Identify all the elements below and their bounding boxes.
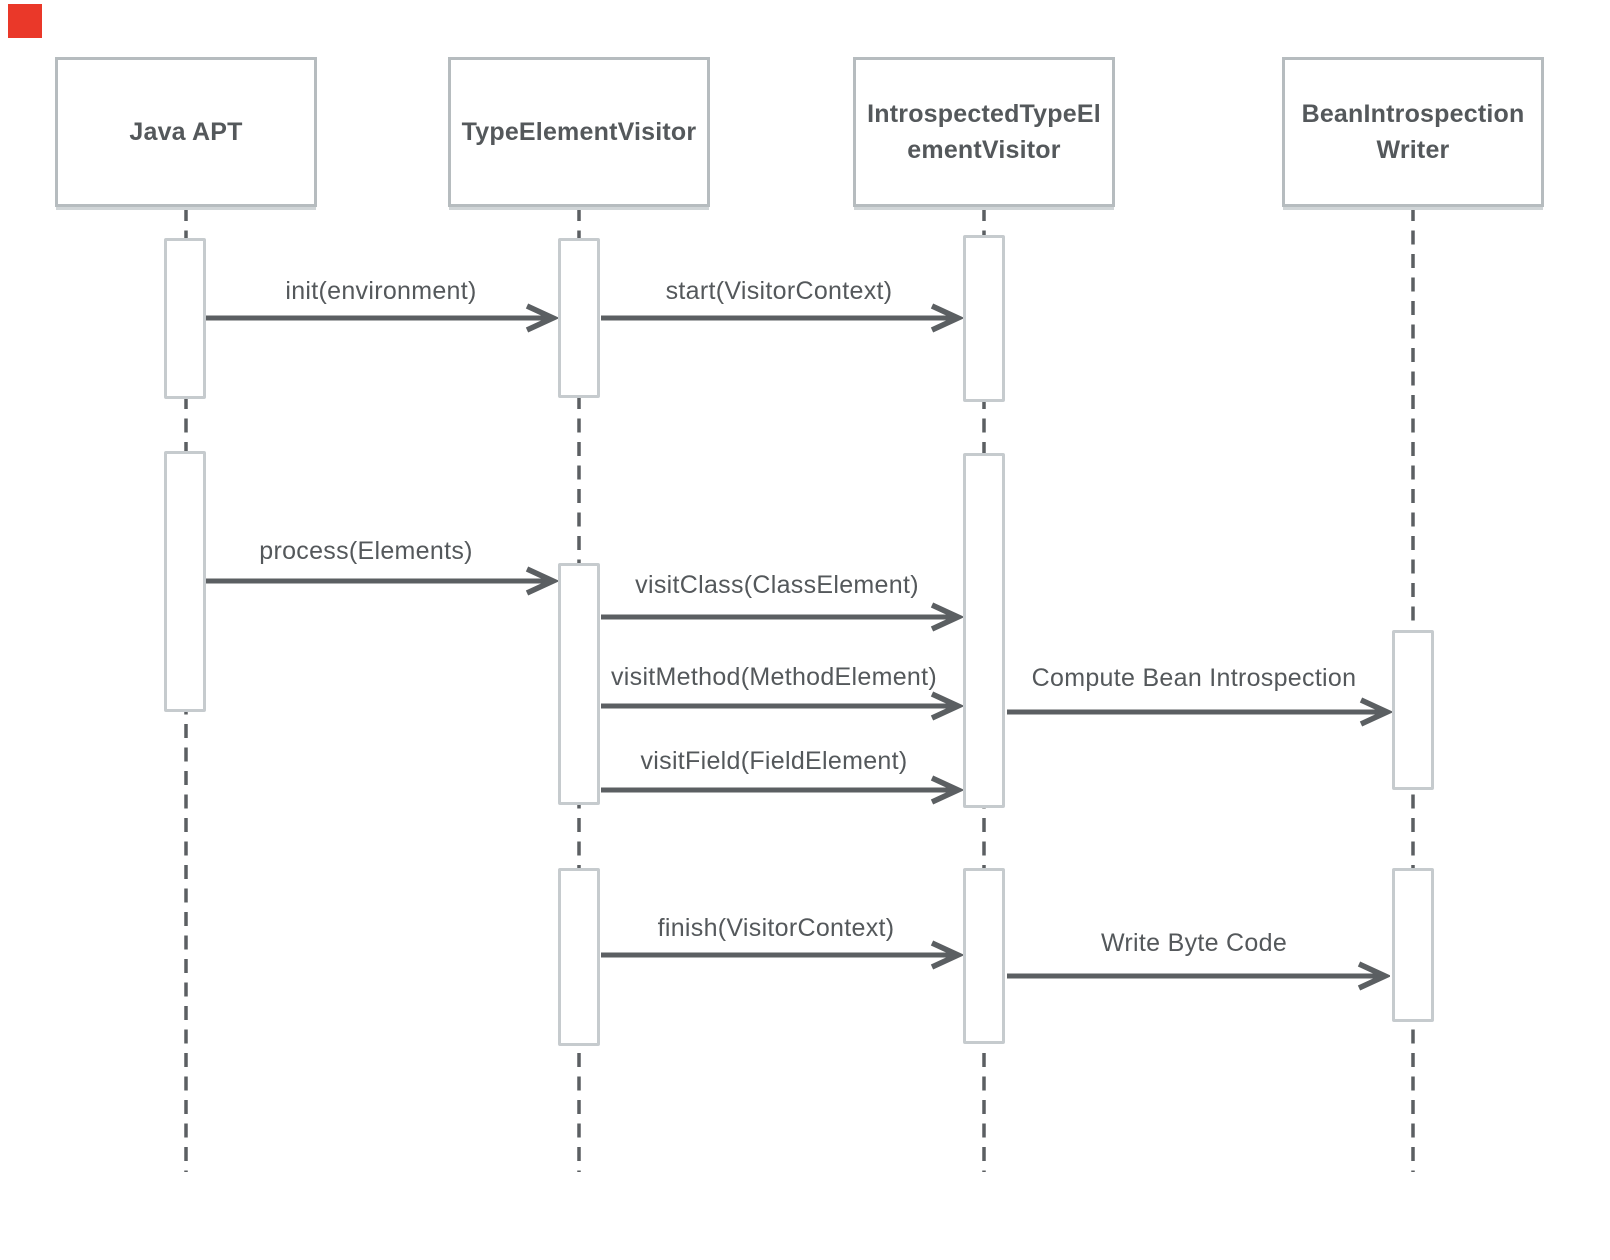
activation-bar-java-apt-1 bbox=[164, 238, 206, 399]
activation-bar-type-element-visitor-1 bbox=[558, 238, 600, 398]
message-label-finish: finish(VisitorContext) bbox=[657, 914, 895, 942]
activation-bar-bean-introspection-writer-1 bbox=[1392, 630, 1434, 790]
activation-bar-java-apt-2 bbox=[164, 451, 206, 712]
message-label-write-byte-code: Write Byte Code bbox=[1100, 929, 1288, 957]
actor-box-type-element-visitor: TypeElementVisitor bbox=[448, 57, 710, 207]
message-label-start: start(VisitorContext) bbox=[665, 277, 893, 305]
activation-bar-bean-introspection-writer-2 bbox=[1392, 868, 1434, 1022]
message-label-visit-field: visitField(FieldElement) bbox=[640, 747, 908, 775]
message-label-compute-bean-introspection: Compute Bean Introspection bbox=[1031, 664, 1357, 692]
actor-box-bean-introspection-writer: BeanIntrospection Writer bbox=[1282, 57, 1544, 207]
actor-box-java-apt: Java APT bbox=[55, 57, 317, 207]
activation-bar-type-element-visitor-2 bbox=[558, 563, 600, 805]
activation-bar-introspected-type-element-visitor-3 bbox=[963, 868, 1005, 1044]
actor-box-introspected-type-element-visitor: IntrospectedTypeEl ementVisitor bbox=[853, 57, 1115, 207]
red-marker-square bbox=[8, 4, 42, 38]
activation-bar-introspected-type-element-visitor-1 bbox=[963, 235, 1005, 402]
message-label-visit-method: visitMethod(MethodElement) bbox=[611, 663, 937, 691]
message-label-process: process(Elements) bbox=[259, 537, 473, 565]
message-label-init: init(environment) bbox=[285, 277, 477, 305]
activation-bar-type-element-visitor-3 bbox=[558, 868, 600, 1046]
activation-bar-introspected-type-element-visitor-2 bbox=[963, 453, 1005, 808]
message-label-visit-class: visitClass(ClassElement) bbox=[635, 571, 919, 599]
